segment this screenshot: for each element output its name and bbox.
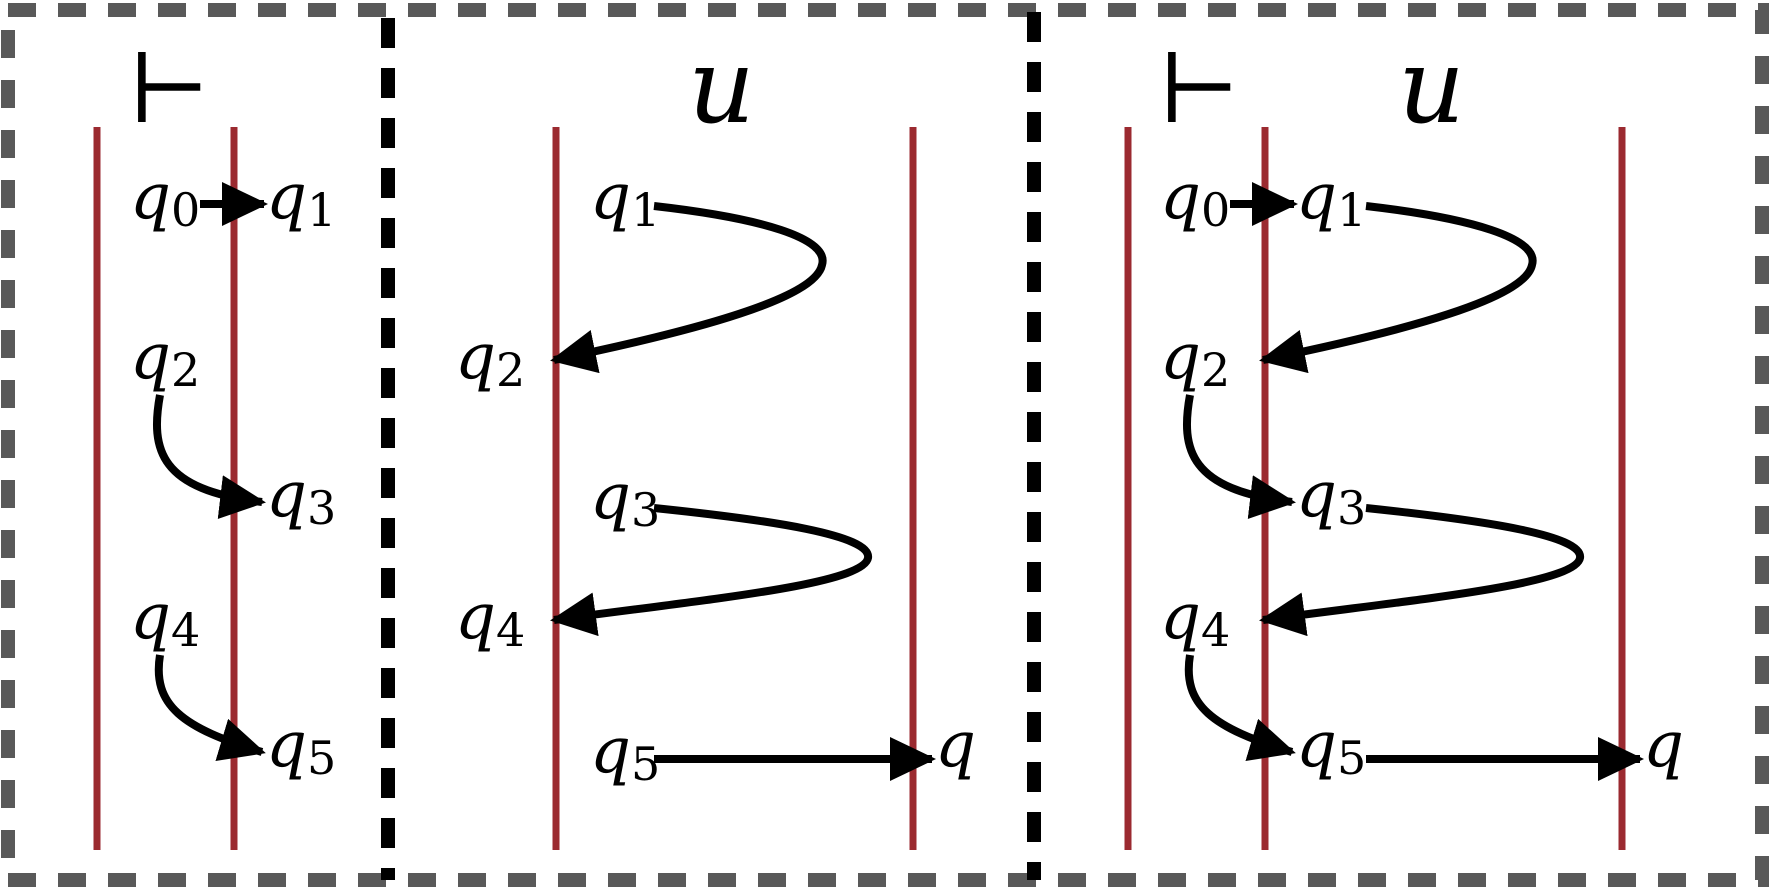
state-label: q4 <box>455 580 525 657</box>
state-label: q2 <box>130 320 200 397</box>
arrow-q3-q4 <box>1259 504 1584 637</box>
state-label: q2 <box>1160 320 1230 397</box>
arrow-q2-q3 <box>152 394 266 519</box>
state-label: q4 <box>1160 580 1230 657</box>
arrow-q3-q4 <box>550 504 872 637</box>
turnstile-symbol: ⊢ <box>128 33 211 145</box>
state-label: q5 <box>266 708 336 785</box>
arrow-q1-q2 <box>1259 202 1537 374</box>
word-u-symbol: u <box>688 25 755 147</box>
state-label: q5 <box>1296 708 1366 785</box>
state-label: q3 <box>1296 458 1366 535</box>
arrow-q2-q3 <box>1182 394 1296 519</box>
state-label: q3 <box>266 458 336 535</box>
state-label: q <box>1643 708 1684 782</box>
turnstile-symbol: ⊢ <box>1158 33 1241 145</box>
outer-frame <box>1 3 1769 887</box>
state-label: q1 <box>1296 160 1366 237</box>
arrow-q4-q5 <box>1184 654 1296 761</box>
state-label: q4 <box>130 580 200 657</box>
state-label: q1 <box>590 160 660 237</box>
state-label: q2 <box>455 320 525 397</box>
state-label: q <box>935 708 976 782</box>
arrow-q1-q2 <box>550 202 827 374</box>
state-label: q0 <box>130 160 200 237</box>
arrows <box>152 182 1644 781</box>
state-label: q3 <box>590 460 660 537</box>
state-label: q5 <box>590 714 660 791</box>
state-label: q1 <box>266 160 336 237</box>
word-u-symbol: u <box>1398 25 1465 147</box>
arrow-q4-q5 <box>154 654 266 761</box>
state-label: q0 <box>1160 160 1230 237</box>
